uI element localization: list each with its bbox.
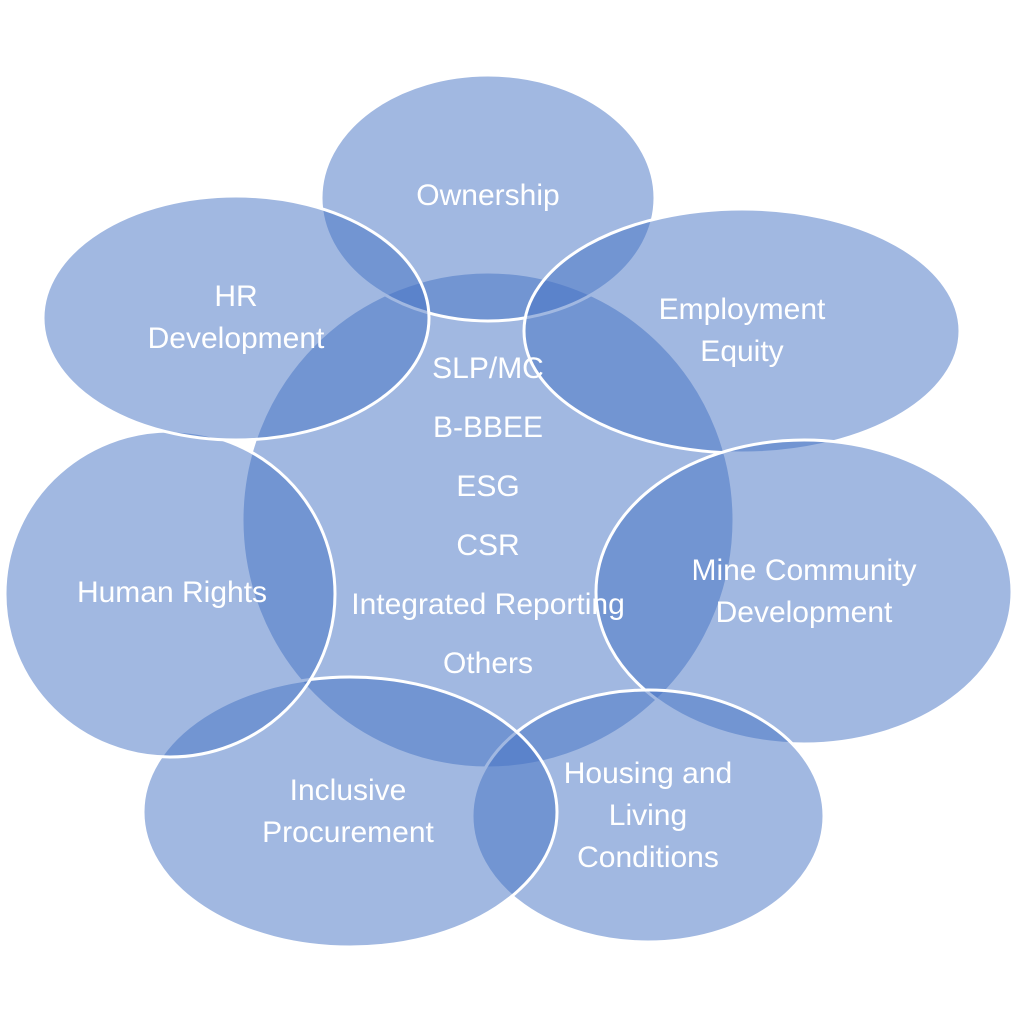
mine-community-line-2: Development [715, 596, 893, 629]
ownership-line-1: Ownership [416, 179, 560, 212]
employment-equity-line-2: Equity [700, 335, 784, 368]
center-label: SLP/MC B-BBEE ESG CSR Integrated Reporti… [351, 339, 625, 693]
procurement-line-1: Inclusive [289, 774, 407, 807]
mine-community-line-1: Mine Community [691, 554, 917, 587]
housing-line-3: Conditions [577, 841, 719, 874]
diagram-ellipses [3, 73, 1014, 949]
procurement-ellipse [141, 675, 559, 949]
employment-equity-label: Employment Equity [659, 289, 826, 373]
center-line-bbbee: B-BBEE [432, 411, 544, 444]
housing-line-2: Living [608, 799, 688, 832]
center-line-others: Others [442, 647, 534, 680]
center-line-esg: ESG [456, 470, 520, 503]
procurement-line-2: Procurement [262, 816, 434, 849]
center-line-slp: SLP/MC [432, 352, 544, 385]
mine-community-label: Mine Community Development [691, 550, 916, 634]
human-rights-line-1: Human Rights [76, 576, 268, 609]
housing-line-1: Housing and [563, 757, 733, 790]
housing-label: Housing and Living Conditions [564, 753, 732, 879]
ownership-label: Ownership [416, 175, 559, 217]
hr-development-label: HR Development [148, 276, 325, 360]
human-rights-label: Human Rights [77, 572, 267, 614]
center-line-csr: CSR [456, 529, 520, 562]
center-line-integrated-reporting: Integrated Reporting [351, 588, 625, 621]
mine-community-ellipse [594, 438, 1014, 746]
procurement-label: Inclusive Procurement [262, 770, 434, 854]
hr-development-line-2: Development [147, 322, 325, 355]
hr-development-line-1: HR [214, 280, 258, 313]
employment-equity-line-1: Employment [658, 293, 826, 326]
hr-development-ellipse [41, 194, 431, 442]
